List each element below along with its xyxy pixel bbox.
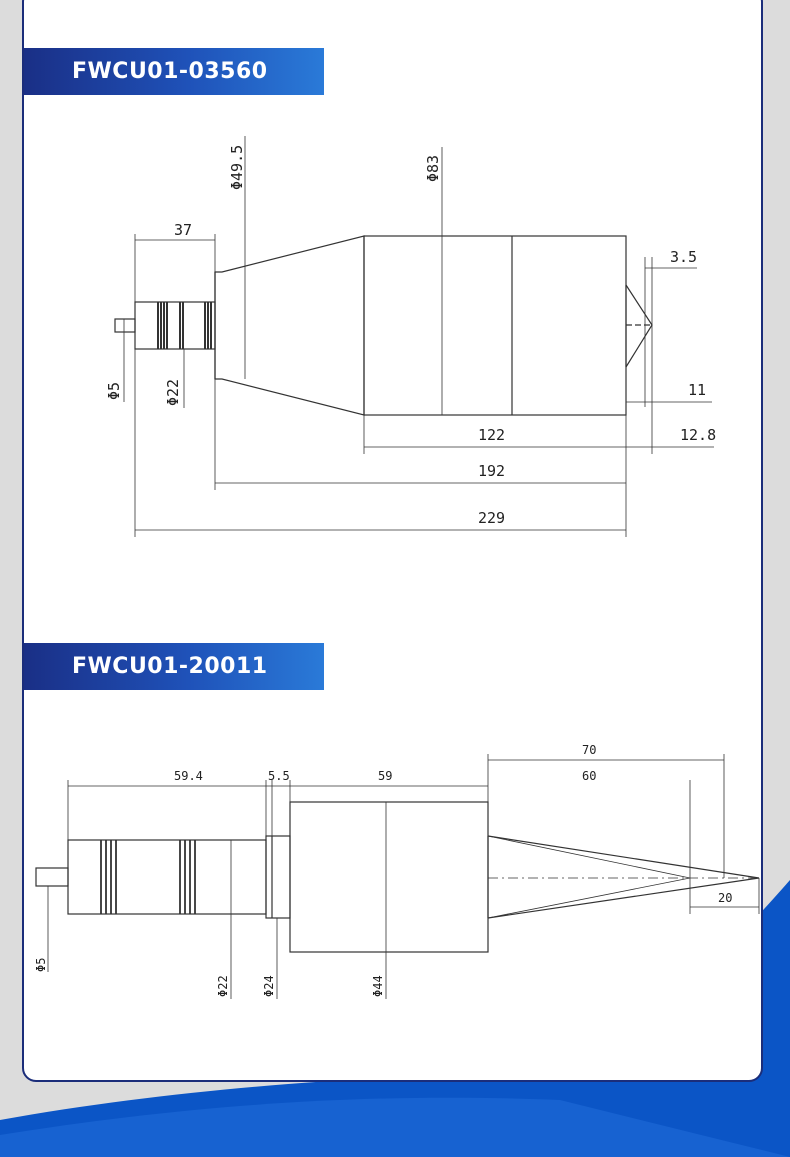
dim-192: 192 bbox=[478, 462, 505, 480]
dim-d49-5: Φ49.5 bbox=[228, 145, 246, 190]
drawing-fwcu01-20011 bbox=[35, 754, 760, 999]
dim-d5: Φ5 bbox=[105, 382, 123, 400]
dim-d22: Φ22 bbox=[164, 379, 182, 406]
dim-37: 37 bbox=[174, 221, 192, 239]
dim-59-4: 59.4 bbox=[174, 769, 203, 783]
dim-d83: Φ83 bbox=[424, 155, 442, 182]
dim-b-d24: Φ24 bbox=[262, 975, 276, 997]
section-title-1: FWCU01-03560 bbox=[24, 48, 324, 95]
dim-11: 11 bbox=[688, 381, 706, 399]
dim-b-d5: Φ5 bbox=[34, 958, 48, 972]
dim-122: 122 bbox=[478, 426, 505, 444]
dim-b-d22: Φ22 bbox=[216, 975, 230, 997]
dim-229: 229 bbox=[478, 509, 505, 527]
dim-20: 20 bbox=[718, 891, 732, 905]
dim-60: 60 bbox=[582, 769, 596, 783]
dim-5-5: 5.5 bbox=[268, 769, 290, 783]
dim-12-8: 12.8 bbox=[680, 426, 716, 444]
section-title-2: FWCU01-20011 bbox=[24, 643, 324, 690]
dimension-text-layer: Φ49.5 Φ83 37 3.5 11 122 12.8 192 229 Φ5 … bbox=[34, 145, 732, 997]
dim-3-5: 3.5 bbox=[670, 248, 697, 266]
dim-70: 70 bbox=[582, 743, 596, 757]
drawing-fwcu01-03560 bbox=[114, 136, 714, 537]
dim-59: 59 bbox=[378, 769, 392, 783]
dim-b-d44: Φ44 bbox=[371, 975, 385, 997]
drawing-card: FWCU01-03560 FWCU01-20011 bbox=[22, 0, 763, 1082]
